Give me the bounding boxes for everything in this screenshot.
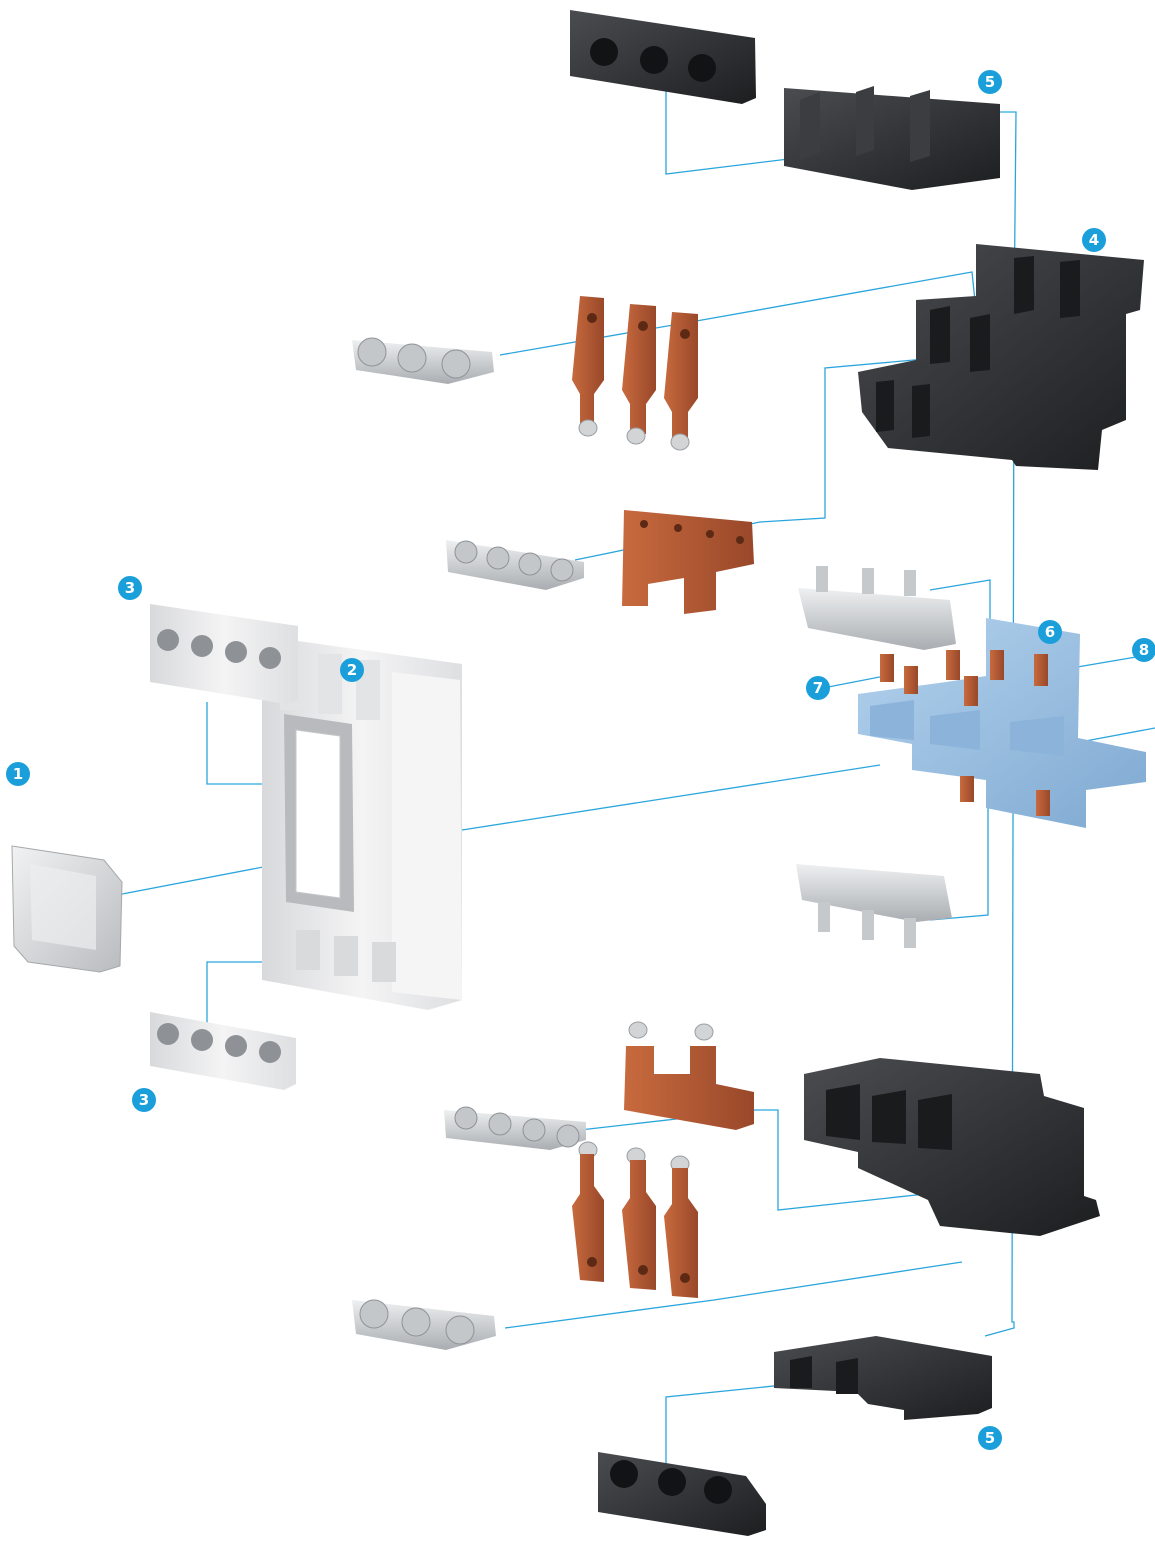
callout-7-label: 7 <box>813 679 823 697</box>
central-blue-housing <box>858 618 1146 828</box>
callout-badges: 1 2 3 3 4 5 5 6 <box>6 70 1155 1450</box>
callout-4: 4 <box>1082 228 1106 252</box>
central-copper-pins <box>880 650 1050 816</box>
leader-line-5-top <box>984 111 1017 1337</box>
leader-line-lower-copper <box>504 1261 963 1329</box>
leader-line-white-frame <box>461 764 881 831</box>
callout-5-bottom-label: 5 <box>985 1429 995 1447</box>
upper-main-housing <box>858 244 1144 470</box>
callout-4-label: 4 <box>1089 231 1099 249</box>
callout-3-top-label: 3 <box>125 579 135 597</box>
callout-6: 6 <box>1038 620 1062 644</box>
lower-terminal-screws-4 <box>444 1106 586 1150</box>
leader-line-7 <box>822 674 891 689</box>
lower-terminal-screws-3 <box>352 1299 496 1350</box>
upper-copper-terminals-4 <box>622 510 754 614</box>
callout-3-top: 3 <box>118 576 142 600</box>
lower-silver-clips <box>796 864 952 948</box>
leader-line-upper-copper <box>499 271 979 356</box>
top-terminal-cover <box>570 10 756 104</box>
white-terminal-cap-bottom <box>150 1012 296 1090</box>
callout-6-label: 6 <box>1045 623 1055 641</box>
callout-8: 8 <box>1132 638 1155 662</box>
transparent-cover <box>11 845 123 973</box>
white-terminal-cap-top <box>150 604 298 704</box>
callout-2: 2 <box>340 658 364 682</box>
upper-terminal-screws-4 <box>446 540 584 590</box>
leader-line-6-right <box>1079 727 1155 743</box>
leader-line-silver-lower <box>929 800 989 921</box>
callout-1-label: 1 <box>13 765 23 783</box>
callout-2-label: 2 <box>347 661 357 679</box>
top-housing-block <box>784 86 1000 190</box>
lower-main-housing <box>804 1058 1100 1236</box>
lower-copper-terminals-3 <box>572 1141 698 1298</box>
upper-silver-clips <box>798 566 956 650</box>
callout-7: 7 <box>806 676 830 700</box>
callout-1: 1 <box>6 762 30 786</box>
callout-5-top: 5 <box>978 70 1002 94</box>
callout-3-bottom-label: 3 <box>139 1091 149 1109</box>
upper-copper-terminals-3 <box>572 296 698 451</box>
upper-terminal-screws-3 <box>352 337 494 384</box>
bottom-housing-block <box>774 1336 992 1420</box>
leader-line-bottom-cover <box>665 1377 853 1480</box>
callout-8-label: 8 <box>1139 641 1149 659</box>
lower-copper-terminals-4 <box>624 1021 754 1130</box>
callout-5-top-label: 5 <box>985 73 995 91</box>
callout-5-bottom: 5 <box>978 1426 1002 1450</box>
callout-3-bottom: 3 <box>132 1088 156 1112</box>
bottom-terminal-cover <box>598 1452 766 1536</box>
